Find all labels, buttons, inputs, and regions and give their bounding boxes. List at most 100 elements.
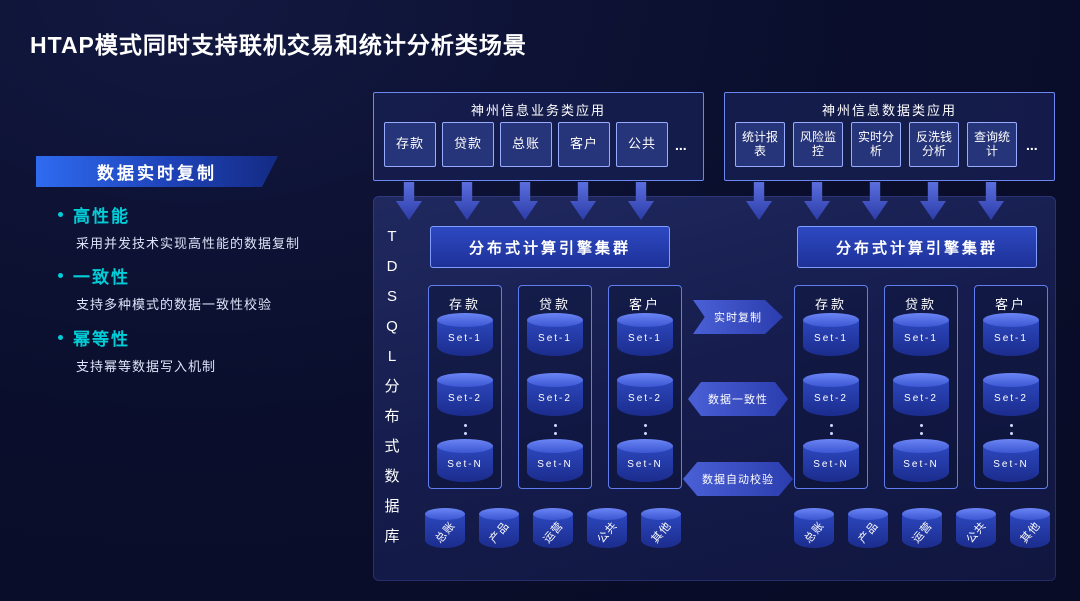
set-label: Set-1 — [814, 333, 848, 344]
database-cylinder: Set-1 — [527, 313, 583, 356]
app-item-query-stat: 查询统计 — [967, 122, 1017, 167]
database-cylinder: Set-N — [893, 439, 949, 482]
replication-banner: 数据实时复制 — [36, 156, 278, 187]
db-group-label: 客户 — [994, 297, 1027, 312]
vertical-label-char: 据 — [384, 498, 400, 515]
database-cylinder: Set-2 — [803, 373, 859, 416]
app-item-label: 贷款 — [453, 136, 482, 152]
bottom-db-label: 总账 — [433, 519, 459, 546]
ellipsis-more: ... — [1026, 136, 1038, 153]
bottom-db-label: 产品 — [856, 519, 882, 546]
set-label: Set-2 — [538, 393, 572, 404]
data-apps-title: 神州信息数据类应用 — [821, 103, 957, 118]
db-group-label: 客户 — [628, 297, 661, 312]
compute-cluster-left-label: 分布式计算引擎集群 — [468, 239, 631, 257]
set-label: Set-N — [447, 459, 483, 470]
bottom-db-label: 运营 — [910, 519, 936, 546]
vertical-label-char: 库 — [384, 528, 400, 545]
db-group-customer-right: 客户 Set-1 Set-2 Set-N — [974, 285, 1048, 489]
database-cylinder: Set-1 — [803, 313, 859, 356]
set-label: Set-2 — [814, 393, 848, 404]
feature-idempotency-desc: 支持幂等数据写入机制 — [76, 359, 217, 374]
database-cylinder: Set-2 — [617, 373, 673, 416]
set-label: Set-2 — [904, 393, 938, 404]
bottom-db-other-right: 其他 — [1010, 508, 1050, 548]
app-item-loan: 贷款 — [442, 122, 494, 167]
bottom-db-ledger-right: 总账 — [794, 508, 834, 548]
bottom-db-operation-left: 运营 — [533, 508, 573, 548]
vertical-label-char: S — [386, 288, 397, 305]
vertical-ellipsis — [429, 424, 501, 435]
db-group-customer-left: 客户 Set-1 Set-2 Set-N — [608, 285, 682, 489]
bottom-db-label: 产品 — [487, 519, 513, 546]
database-cylinder: Set-2 — [893, 373, 949, 416]
database-cylinder: Set-N — [617, 439, 673, 482]
bottom-db-operation-right: 运营 — [902, 508, 942, 548]
bottom-db-product-left: 产品 — [479, 508, 519, 548]
feature-performance-label: 高性能 — [73, 207, 130, 226]
bottom-db-public-right: 公共 — [956, 508, 996, 548]
bottom-db-label: 运营 — [541, 519, 567, 546]
bottom-db-label: 公共 — [964, 519, 990, 546]
business-apps-title: 神州信息业务类应用 — [470, 103, 606, 118]
vertical-label-char: D — [386, 258, 398, 275]
app-item-aml-analysis: 反洗钱分析 — [909, 122, 959, 167]
feature-performance-desc: 采用并发技术实现高性能的数据复制 — [76, 236, 301, 251]
db-group-label: 存款 — [448, 297, 481, 312]
set-label: Set-N — [537, 459, 573, 470]
set-label: Set-N — [993, 459, 1029, 470]
app-item-label: 存款 — [395, 136, 424, 152]
ellipsis-more: ... — [675, 136, 687, 153]
flow-arrow-realtime-replication: 实时复制 — [693, 300, 783, 334]
vertical-label-char: 数 — [384, 468, 400, 485]
feature-consistency: 一致性 — [58, 263, 130, 288]
app-item-customer: 客户 — [558, 122, 610, 167]
bullet-icon — [58, 273, 63, 278]
vertical-label-char: Q — [386, 318, 398, 335]
set-label: Set-N — [627, 459, 663, 470]
bullet-icon — [58, 212, 63, 217]
app-item-label: 实时分析 — [857, 129, 894, 158]
vertical-label-char: L — [387, 348, 397, 365]
app-item-public: 公共 — [616, 122, 668, 167]
app-item-label: 反洗钱分析 — [915, 129, 952, 158]
vertical-ellipsis — [609, 424, 681, 435]
database-cylinder: Set-N — [527, 439, 583, 482]
feature-consistency-desc: 支持多种模式的数据一致性校验 — [76, 297, 273, 312]
db-group-label: 存款 — [814, 297, 847, 312]
data-apps-items: 统计报表 风险监控 实时分析 反洗钱分析 查询统计 ... — [735, 122, 1049, 167]
compute-cluster-right: 分布式计算引擎集群 — [797, 226, 1037, 268]
app-item-label: 统计报表 — [741, 129, 778, 158]
set-label: Set-1 — [448, 333, 482, 344]
app-item-risk-monitor: 风险监控 — [793, 122, 843, 167]
bottom-db-ledger-left: 总账 — [425, 508, 465, 548]
bottom-db-public-left: 公共 — [587, 508, 627, 548]
vertical-ellipsis — [975, 424, 1047, 435]
database-cylinder: Set-1 — [437, 313, 493, 356]
bottom-db-label: 其他 — [1018, 519, 1044, 546]
replication-banner-label: 数据实时复制 — [97, 164, 217, 183]
tdsql-platform-panel: T D S Q L 分 布 式 数 据 库 分布式计算引擎集群 分布式计算引擎集… — [373, 196, 1056, 581]
app-item-label: 风险监控 — [799, 129, 836, 158]
page-title: HTAP模式同时支持联机交易和统计分析类场景 — [30, 32, 527, 58]
database-cylinder: Set-N — [803, 439, 859, 482]
app-item-label: 总账 — [511, 136, 540, 152]
flow-arrow-data-consistency: 数据一致性 — [688, 382, 788, 416]
vertical-label-char: 布 — [384, 408, 400, 425]
set-label: Set-N — [813, 459, 849, 470]
set-label: Set-1 — [628, 333, 662, 344]
db-group-loan-right: 贷款 Set-1 Set-2 Set-N — [884, 285, 958, 489]
vertical-label-char: 分 — [384, 378, 400, 395]
business-apps-items: 存款 贷款 总账 客户 公共 ... — [384, 122, 698, 167]
set-label: Set-2 — [448, 393, 482, 404]
database-cylinder: Set-N — [983, 439, 1039, 482]
set-label: Set-1 — [538, 333, 572, 344]
app-item-label: 查询统计 — [973, 129, 1010, 158]
database-cylinder: Set-1 — [983, 313, 1039, 356]
app-item-label: 客户 — [569, 136, 598, 152]
bottom-db-other-left: 其他 — [641, 508, 681, 548]
database-cylinder: Set-1 — [893, 313, 949, 356]
vertical-label-char: 式 — [384, 438, 400, 455]
feature-performance: 高性能 — [58, 202, 130, 227]
